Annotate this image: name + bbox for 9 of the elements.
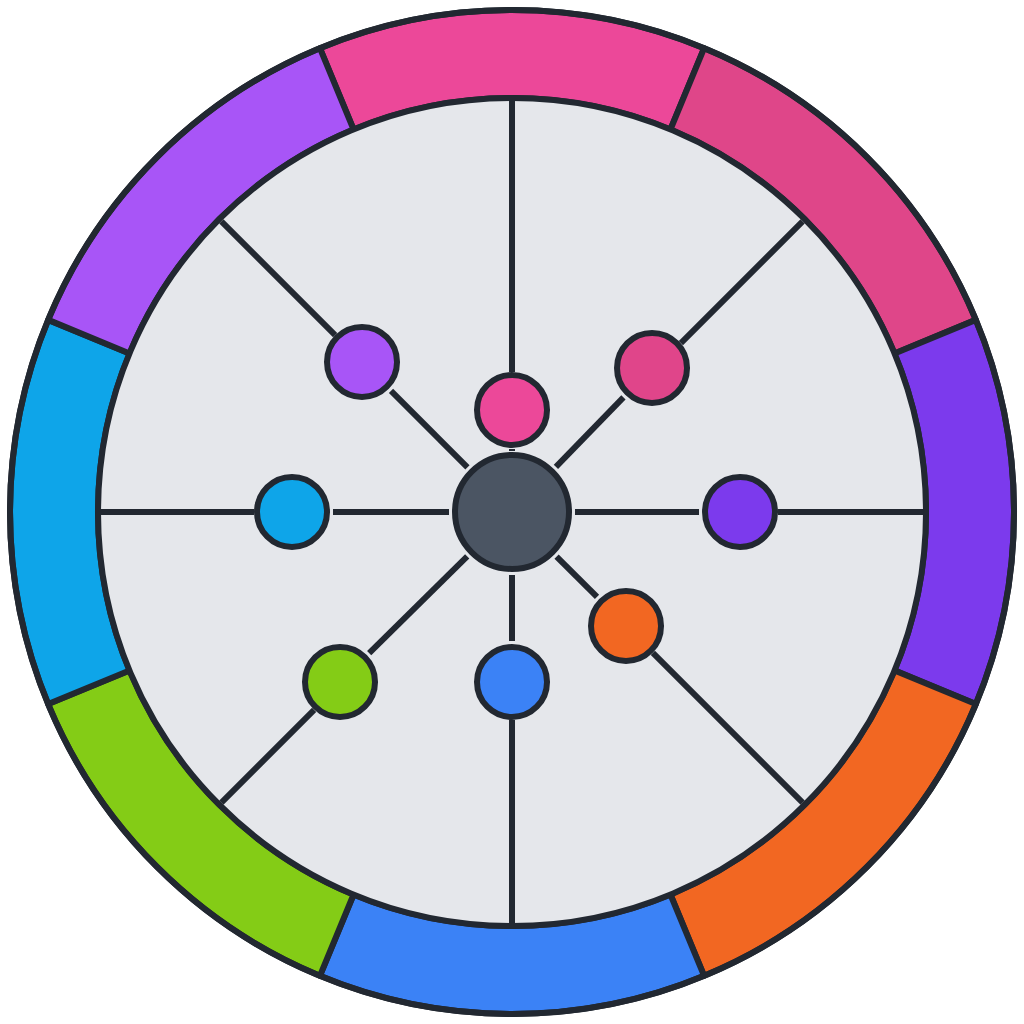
spoke-line: [553, 395, 626, 469]
hub-circle: [452, 452, 572, 572]
spoke-line: [367, 554, 470, 656]
spoke-line: [554, 554, 600, 600]
spoke-line: [509, 449, 515, 451]
spoke-line: [333, 509, 449, 515]
spoke-line: [575, 509, 699, 515]
spoke-line: [509, 575, 515, 641]
spoke-line: [388, 388, 470, 470]
